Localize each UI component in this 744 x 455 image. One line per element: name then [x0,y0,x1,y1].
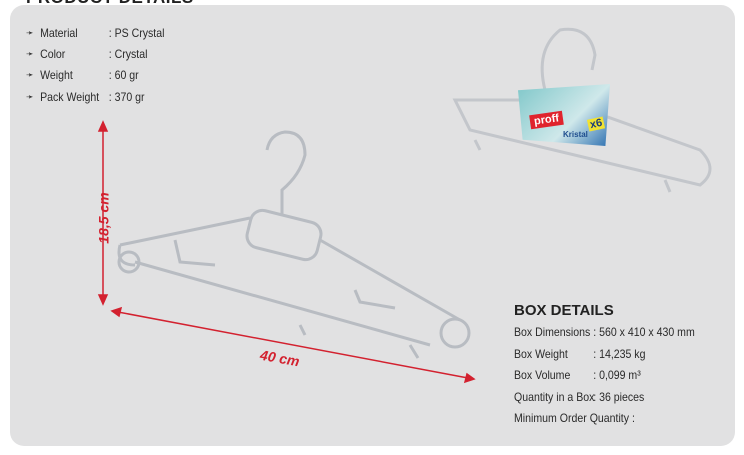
package-hangers [452,27,712,193]
box-details-title: BOX DETAILS [514,302,614,319]
product-panel [10,5,735,446]
box-row: Box Dimensions: 560 x 410 x 430 mm [514,325,695,347]
box-value: : 14,235 kg [593,346,646,361]
arrow-icon: ➛ [26,69,34,81]
section-title: PRODUCT DETAILS [26,0,194,8]
box-row: Quantity in a Box: 36 pieces [514,390,695,412]
spec-value: : 370 gr [108,90,145,104]
box-label: Box Weight [514,346,568,361]
box-value: : 0,099 m³ [593,368,641,382]
hanger [117,130,471,359]
arrow-icon: ➛ [26,91,34,103]
box-label: Minimum Order Quantity : [514,411,635,425]
arrow-icon: ➛ [26,27,34,39]
spec-label: Weight [40,68,73,82]
arrow-icon: ➛ [26,48,34,60]
spec-weight: ➛ Weight : 60 gr [26,68,139,82]
spec-label: Pack Weight [40,90,100,104]
spec-value: : Crystal [108,47,148,61]
spec-value: : 60 gr [108,68,139,82]
spec-pack-weight: ➛ Pack Weight : 370 gr [26,90,145,104]
spec-color: ➛ Color : Crystal [26,47,147,61]
height-dimension-label: 18,5 cm [95,192,112,244]
spec-label: Color [40,47,66,61]
box-row: Minimum Order Quantity : [514,411,695,433]
spec-material: ➛ Material : PS Crystal [26,26,164,40]
box-row: Box Volume : 0,099 m³ [514,368,695,390]
box-value: : 36 pieces [593,389,645,404]
dimension-lines [97,120,476,384]
package-product-name: Kristal [563,130,588,139]
box-label: Box Dimensions [514,325,591,339]
box-label: Box Volume [514,368,571,382]
box-details: BOX DETAILS Box Dimensions: 560 x 410 x … [514,302,719,433]
spec-label: Material [40,26,78,40]
spec-value: : PS Crystal [108,26,165,40]
box-row: Box Weight : 14,235 kg [514,347,695,369]
box-label: Quantity in a Box [514,389,595,404]
box-value: : 560 x 410 x 430 mm [593,325,695,339]
